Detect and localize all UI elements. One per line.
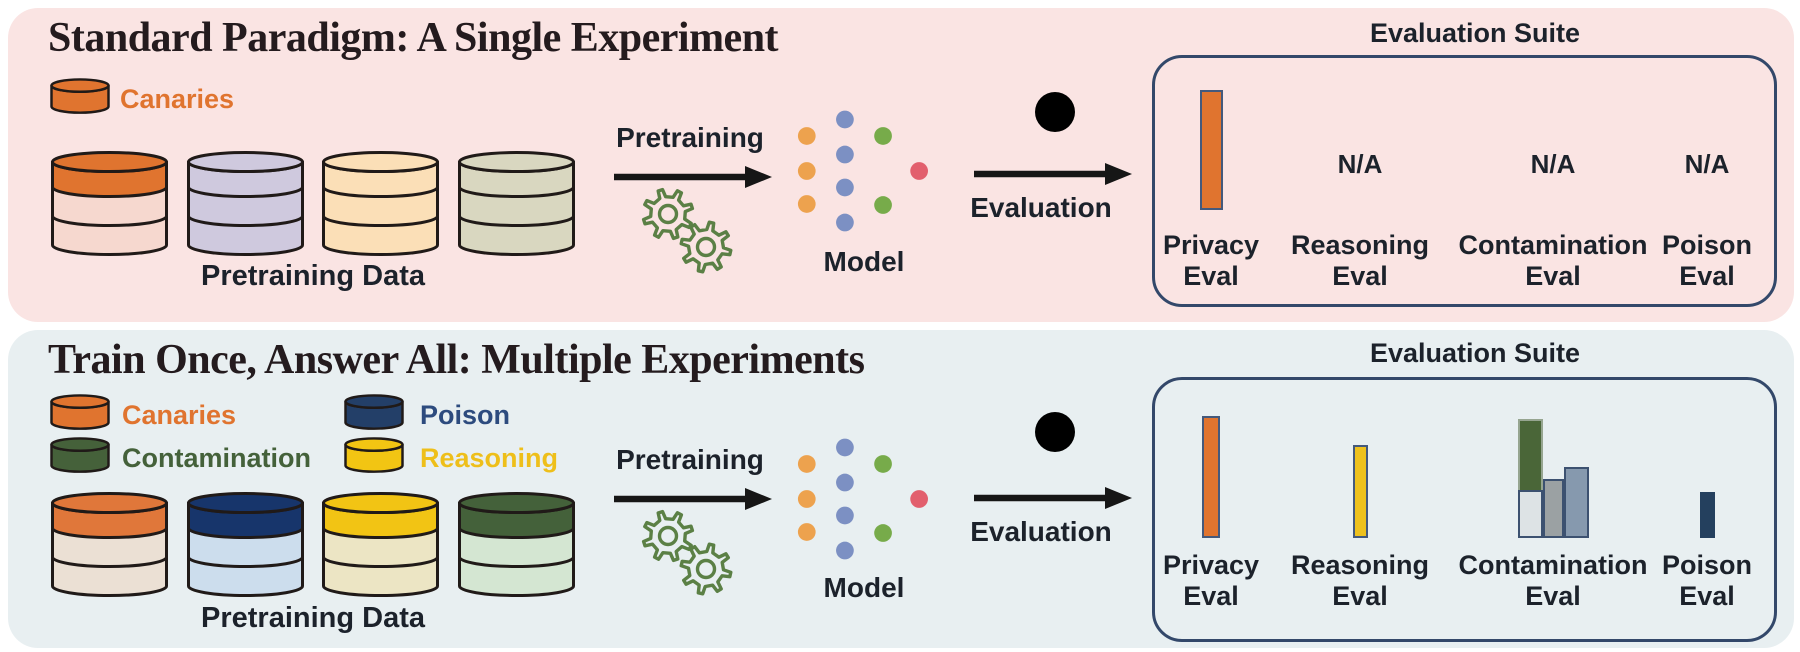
evaluation-arrow-icon [972, 487, 1132, 509]
database-icon [51, 492, 168, 597]
pretraining-data-label: Pretraining Data [201, 602, 425, 634]
neural-network-icon [797, 438, 928, 560]
privacy-eval-bar [1202, 416, 1220, 538]
suite-column-reasoning: Reasoning Eval [1280, 380, 1440, 639]
contamination-bar-2 [1542, 479, 1564, 538]
poison-eval-label: Poison Eval [1661, 230, 1752, 292]
database-icon [322, 151, 439, 256]
privacy-eval-bar [1199, 90, 1223, 210]
database-icon [458, 151, 575, 256]
gears-icon [641, 509, 733, 596]
contamination-eval-bars [1517, 419, 1589, 538]
evaluation-label: Evaluation [970, 192, 1112, 223]
magnifier-icon [1010, 412, 1075, 466]
contamination-eval-label: Contamination Eval [1458, 550, 1648, 612]
pretraining-data-label: Pretraining Data [201, 260, 425, 292]
poison-eval-label: Poison Eval [1661, 550, 1752, 612]
reasoning-eval-label: Reasoning Eval [1290, 230, 1430, 292]
model-label: Model [823, 246, 905, 277]
neural-network-icon [797, 110, 928, 232]
poison-cylinder-icon [344, 394, 404, 430]
gears-icon [641, 187, 733, 274]
pretraining-label: Pretraining [616, 122, 764, 153]
magnifier-icon [1010, 92, 1075, 146]
evaluation-suite-box: Privacy Eval Reasoning Eval [1152, 377, 1777, 642]
canaries-cylinder-icon [50, 78, 110, 114]
contamination-bar-gray-segment [1517, 490, 1543, 538]
suite-column-reasoning: N/A Reasoning Eval [1280, 58, 1440, 304]
contamination-stacked-bar [1517, 419, 1543, 538]
database-icon [187, 492, 304, 597]
suite-column-contamination: N/A Contamination Eval [1445, 58, 1661, 304]
reasoning-cylinder-icon [344, 437, 404, 473]
panel-title: Standard Paradigm: A Single Experiment [48, 15, 779, 61]
database-icon [322, 492, 439, 597]
legend-label-poison: Poison [420, 400, 511, 430]
privacy-eval-label: Privacy Eval [1162, 230, 1260, 292]
evaluation-suite-title: Evaluation Suite [1369, 18, 1581, 48]
privacy-eval-label: Privacy Eval [1162, 550, 1260, 612]
suite-column-poison: N/A Poison Eval [1641, 58, 1773, 304]
reasoning-eval-bar [1352, 445, 1368, 538]
evaluation-suite-box: Privacy Eval N/A Reasoning Eval N/A Cont [1152, 55, 1777, 307]
legend-label-canaries: Canaries [120, 84, 235, 114]
database-icon [458, 492, 575, 597]
panel-title: Train Once, Answer All: Multiple Experim… [48, 337, 865, 383]
panel-train-once-answer-all: Train Once, Answer All: Multiple Experim… [8, 330, 1794, 648]
suite-column-privacy: Privacy Eval [1161, 58, 1261, 304]
evaluation-arrow-icon [972, 163, 1132, 185]
suite-column-contamination: Contamination Eval [1445, 380, 1661, 639]
contamination-bar-green-segment [1517, 419, 1543, 490]
database-icon [187, 151, 304, 256]
pretraining-label: Pretraining [616, 444, 764, 475]
suite-column-poison: Poison Eval [1641, 380, 1773, 639]
legend-label-reasoning: Reasoning [420, 443, 559, 473]
legend-label-canaries: Canaries [122, 400, 237, 430]
canaries-cylinder-icon [50, 394, 110, 430]
reasoning-na: N/A [1337, 149, 1383, 179]
panel-standard-paradigm: Standard Paradigm: A Single Experiment C… [8, 8, 1794, 322]
contamination-bar-3 [1563, 467, 1589, 538]
poison-eval-bar [1699, 492, 1715, 538]
evaluation-suite-title: Evaluation Suite [1369, 338, 1581, 368]
reasoning-eval-label: Reasoning Eval [1290, 550, 1430, 612]
suite-column-privacy: Privacy Eval [1161, 380, 1261, 639]
model-label: Model [823, 572, 905, 603]
poison-na: N/A [1684, 149, 1730, 179]
contamination-na: N/A [1530, 149, 1576, 179]
evaluation-label: Evaluation [970, 516, 1112, 547]
database-icon [51, 151, 168, 256]
contamination-eval-label: Contamination Eval [1458, 230, 1648, 292]
legend-label-contamination: Contamination [122, 443, 311, 473]
contamination-cylinder-icon [50, 437, 110, 473]
